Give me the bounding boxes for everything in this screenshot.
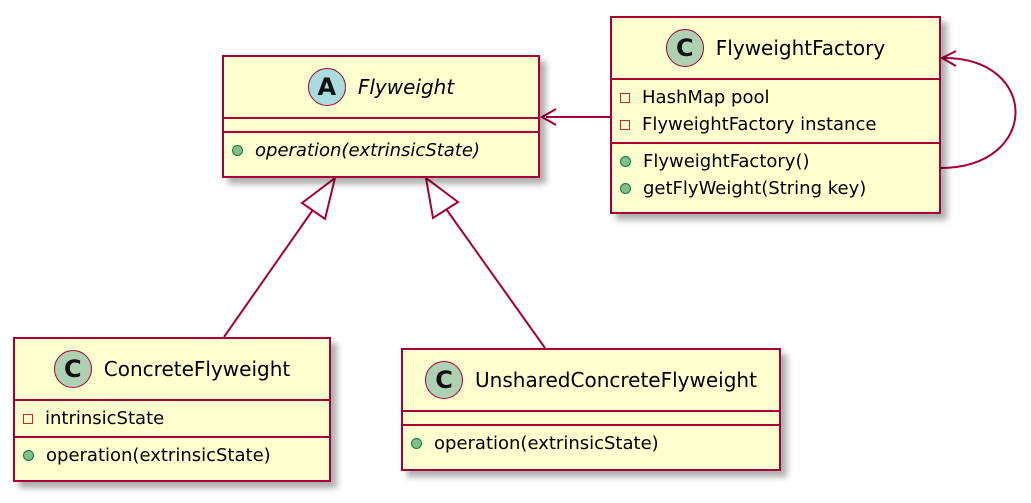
class-header: C UnsharedConcreteFlyweight: [403, 350, 779, 412]
methods-section: FlyweightFactory() getFlyWeight(String k…: [612, 144, 939, 206]
class-stereotype-icon: C: [425, 361, 464, 399]
public-visibility-icon: [411, 438, 422, 449]
methods-section: operation(extrinsicState): [403, 426, 779, 461]
field-signature: HashMap pool: [642, 87, 770, 108]
field-row: intrinsicState: [23, 405, 321, 432]
method-row: operation(extrinsicState): [23, 442, 321, 469]
inheritance-arrowhead-concrete: [300, 175, 337, 221]
class-unshared-concrete-flyweight[interactable]: C UnsharedConcreteFlyweight operation(ex…: [401, 348, 781, 471]
field-row: FlyweightFactory instance: [620, 111, 931, 138]
method-row: operation(extrinsicState): [232, 137, 530, 164]
class-header: C ConcreteFlyweight: [15, 339, 329, 401]
class-concrete-flyweight[interactable]: C ConcreteFlyweight intrinsicState opera…: [13, 337, 331, 482]
association-edge-factory-self: [939, 57, 1017, 169]
field-signature: FlyweightFactory instance: [642, 114, 877, 135]
class-stereotype-icon: C: [665, 29, 704, 67]
class-flyweight-factory[interactable]: C FlyweightFactory HashMap pool Flyweigh…: [610, 16, 941, 214]
private-visibility-icon: [23, 413, 33, 424]
abstract-stereotype-icon: A: [307, 68, 346, 106]
private-visibility-icon: [620, 119, 630, 130]
inheritance-arrowhead-unshared: [424, 175, 460, 220]
method-row: getFlyWeight(String key): [620, 175, 931, 202]
class-name: ConcreteFlyweight: [103, 357, 291, 381]
method-signature: operation(extrinsicState): [434, 433, 659, 454]
class-name: Flyweight: [357, 75, 455, 99]
fields-section: [224, 119, 538, 133]
methods-section: operation(extrinsicState): [224, 133, 538, 168]
fields-section: [403, 412, 779, 426]
fields-section: intrinsicState: [15, 401, 329, 438]
method-signature: operation(extrinsicState): [46, 445, 271, 466]
method-signature: FlyweightFactory(): [643, 151, 810, 172]
private-visibility-icon: [620, 92, 630, 103]
field-row: HashMap pool: [620, 84, 931, 111]
public-visibility-icon: [23, 450, 34, 461]
public-visibility-icon: [620, 156, 631, 167]
class-flyweight[interactable]: A Flyweight operation(extrinsicState): [222, 55, 540, 178]
class-header: A Flyweight: [224, 57, 538, 119]
fields-section: HashMap pool FlyweightFactory instance: [612, 80, 939, 144]
method-row: operation(extrinsicState): [411, 430, 771, 457]
class-name: UnsharedConcreteFlyweight: [475, 368, 757, 392]
class-name: FlyweightFactory: [715, 36, 886, 60]
method-row: FlyweightFactory(): [620, 148, 931, 175]
class-stereotype-icon: C: [53, 350, 92, 388]
public-visibility-icon: [232, 145, 243, 156]
public-visibility-icon: [620, 183, 631, 194]
method-signature: getFlyWeight(String key): [643, 178, 867, 199]
methods-section: operation(extrinsicState): [15, 438, 329, 473]
inheritance-edge-unshared: [443, 205, 546, 349]
class-header: C FlyweightFactory: [612, 18, 939, 80]
method-signature: operation(extrinsicState): [255, 140, 480, 161]
association-arrowhead-factory-flyweight: [539, 108, 557, 126]
field-signature: intrinsicState: [45, 408, 165, 429]
inheritance-edge-concrete: [223, 193, 325, 338]
association-arrowhead-factory-self: [939, 50, 957, 67]
